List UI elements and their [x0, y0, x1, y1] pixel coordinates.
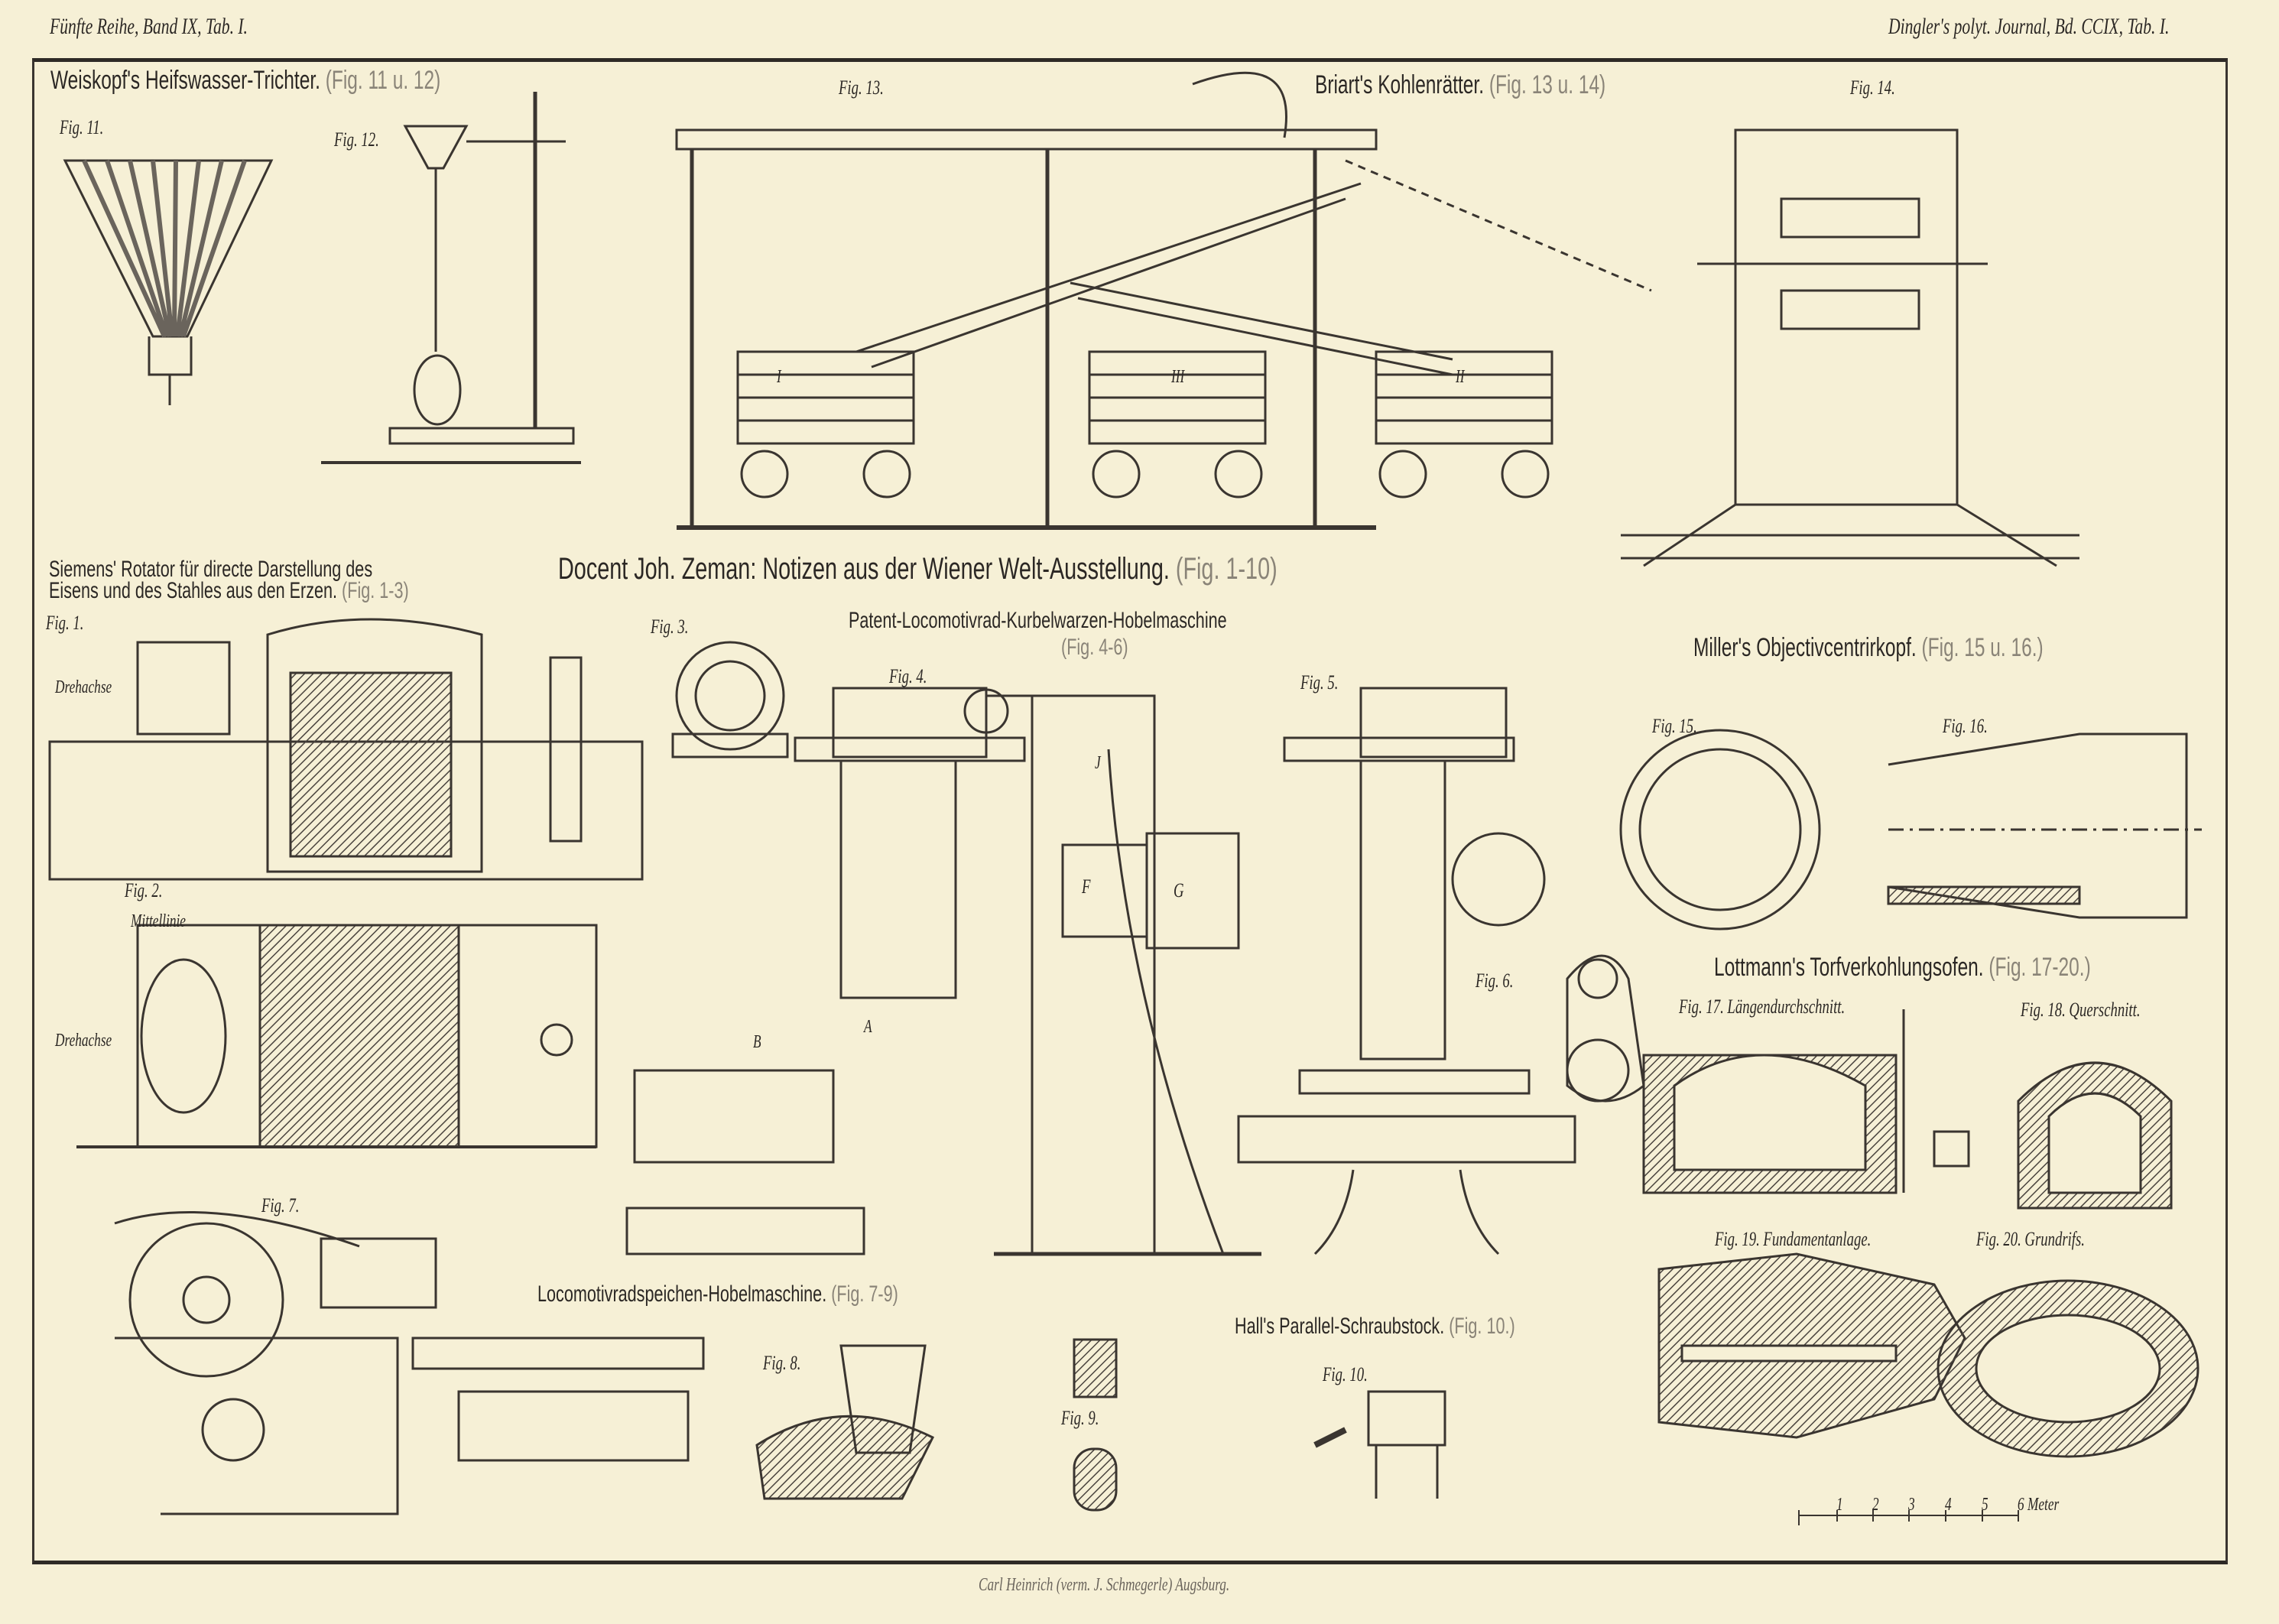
section-title-weiskopf: Weiskopf's Heifswasser-Trichter. (Fig. 1… [50, 66, 441, 95]
fig3-label: Fig. 3. [651, 615, 689, 638]
part-label-f: F [1082, 875, 1091, 898]
scale-tick-5: 5 [1982, 1495, 1988, 1515]
fig6-crank-drawing [1566, 954, 1645, 1103]
fig8-tool-drawing [755, 1344, 935, 1500]
fig12-label: Fig. 12. [334, 128, 379, 151]
scale-tick-2: 2 [1872, 1495, 1879, 1515]
header-series-volume: Fünfte Reihe, Band IX, Tab. I. [50, 14, 248, 39]
fig15-label: Fig. 15. [1652, 715, 1697, 737]
fig10-label: Fig. 10. [1323, 1363, 1368, 1385]
fig13-label: Fig. 13. [839, 76, 884, 99]
section-ref-patent: (Fig. 4-6) [1061, 635, 1128, 660]
fig1-label: Fig. 1. [46, 612, 84, 634]
fig20-label: Fig. 20. Grundrifs. [1976, 1228, 2085, 1250]
scale-tick-1: 1 [1836, 1495, 1843, 1515]
fig3-wheel-drawing [671, 641, 789, 758]
scale-tick-6: 6 Meter [2018, 1495, 2060, 1515]
fig16-label: Fig. 16. [1943, 715, 1988, 737]
section-title-briart: Briart's Kohlenrätter. (Fig. 13 u. 14) [1315, 70, 1606, 99]
section-title-zeman: Docent Joh. Zeman: Notizen aus der Wiene… [558, 552, 1277, 586]
fig17-longitudinal-section-drawing [1642, 1009, 1970, 1194]
fig2-label: Fig. 2. [125, 879, 163, 901]
part-label-b: B [753, 1032, 761, 1052]
part-label-g: G [1174, 879, 1184, 901]
section-title-hall: Hall's Parallel-Schraubstock. (Fig. 10.) [1235, 1314, 1515, 1339]
section-title-miller: Miller's Objectivcentrirkopf. (Fig. 15 u… [1693, 633, 2044, 662]
wagon-label-i: I [777, 367, 781, 387]
fig19-label: Fig. 19. Fundamentanlage. [1715, 1228, 1872, 1250]
fig11-label: Fig. 11. [60, 116, 104, 138]
section-title-siemens-line2: Eisens und des Stahles aus den Erzen. (F… [49, 578, 409, 603]
fig4-label: Fig. 4. [889, 665, 927, 687]
wagon-label-iii: III [1171, 367, 1185, 387]
fig15-ring-drawing [1619, 729, 1821, 931]
fig16-centering-head-drawing [1887, 732, 2202, 919]
fig5-planing-machine-drawing [1237, 687, 1576, 1255]
fig18-label: Fig. 18. Querschnitt. [2021, 999, 2141, 1021]
fig11-funnel-drawing [63, 159, 274, 405]
fig10-vise-drawing [1313, 1390, 1446, 1499]
plate-frame [32, 58, 2228, 1564]
fig18-cross-section-drawing [2017, 1061, 2173, 1210]
drehachse-label-fig2: Drehachse [55, 1031, 112, 1051]
fig9-spoke-sections-drawing [1073, 1338, 1118, 1512]
fig7-label: Fig. 7. [261, 1194, 300, 1216]
fig2-rotator-drawing [76, 924, 598, 1148]
scale-tick-3: 3 [1908, 1495, 1915, 1515]
section-title-siemens-line1: Siemens' Rotator für directe Darstellung… [49, 557, 373, 582]
fig13-coal-screen-drawing [675, 71, 1652, 530]
fig7-spoke-planer-drawing [114, 1210, 705, 1515]
section-title-speichen: Locomotivradspeichen-Hobelmaschine. (Fig… [537, 1281, 898, 1307]
fig19-foundation-drawing [1657, 1252, 1966, 1439]
fig6-label: Fig. 6. [1476, 970, 1514, 992]
fig12-stand-drawing [321, 92, 581, 464]
fig20-ground-plan-drawing [1937, 1279, 2199, 1458]
header-journal: Dingler's polyt. Journal, Bd. CCIX, Tab.… [1888, 14, 2170, 39]
engraver-credit: Carl Heinrich (verm. J. Schmegerle) Augs… [979, 1575, 1230, 1595]
fig8-label: Fig. 8. [763, 1352, 801, 1374]
fig5-label: Fig. 5. [1300, 671, 1339, 693]
drehachse-label-fig1: Drehachse [55, 677, 112, 697]
scale-tick-4: 4 [1945, 1495, 1952, 1515]
wagon-label-ii: II [1456, 367, 1465, 387]
part-label-a: A [864, 1017, 872, 1037]
part-label-j: J [1095, 753, 1101, 773]
fig14-frame-drawing [1621, 128, 2079, 567]
scale-bar [1798, 1510, 2019, 1525]
mittellinie-label: Mittellinie [131, 911, 186, 931]
fig14-label: Fig. 14. [1850, 76, 1895, 99]
section-title-lottmann: Lottmann's Torfverkohlungsofen. (Fig. 17… [1714, 953, 2091, 982]
section-title-patent: Patent-Locomotivrad-Kurbelwarzen-Hobelma… [849, 608, 1227, 633]
fig9-label: Fig. 9. [1061, 1407, 1099, 1429]
fig4-planing-machine-drawing [625, 687, 1261, 1256]
fig1-furnace-drawing [48, 618, 644, 881]
fig17-label: Fig. 17. Längendurchschnitt. [1679, 996, 1846, 1018]
